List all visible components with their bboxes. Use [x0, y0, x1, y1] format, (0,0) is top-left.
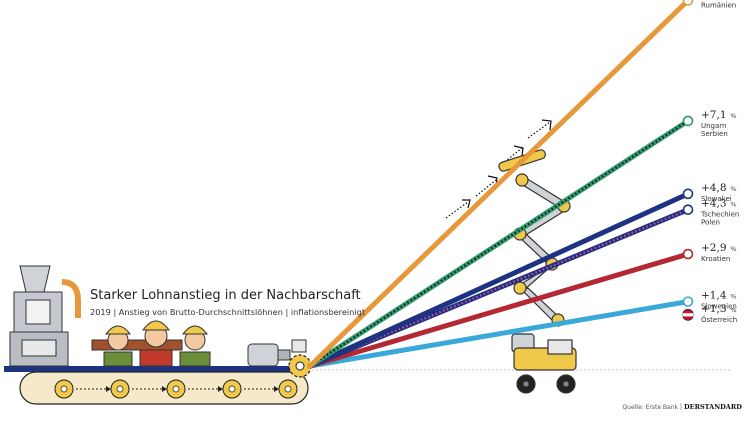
country-label-serbien: Serbien	[701, 130, 728, 138]
country-label-slowakei: Slowakei	[701, 195, 732, 203]
series-marker-slowenien	[682, 296, 694, 307]
series-line-rumanien	[307, 0, 691, 369]
value-label-ungarn: +7,1	[701, 109, 727, 121]
conveyor-belt-illustration	[4, 366, 310, 405]
value-label-tschechien: +4,3	[701, 198, 727, 210]
series-marker-slowakei	[682, 188, 694, 200]
rising-arrows-decoration	[445, 119, 552, 219]
series-markers: +10,9%Rumänien+7,1%UngarnSerbien+4,8%Slo…	[682, 0, 739, 324]
flag-stripe	[682, 313, 694, 317]
unit-label-tschechien: %	[730, 201, 736, 209]
series-line-slowakei	[307, 191, 691, 369]
series-marker-kroatien	[682, 248, 694, 260]
source-text: Quelle: Erste Bank	[622, 404, 678, 411]
country-label-osterreich: Österreich	[701, 315, 737, 324]
workers-illustration	[91, 320, 211, 367]
series-line-dots-ungarn	[309, 120, 689, 367]
series-marker-rumanien	[682, 0, 694, 6]
unit-label-osterreich: %	[730, 306, 736, 314]
unit-label-kroatien: %	[730, 245, 736, 253]
chart-title: Starker Lohnanstieg in der Nachbarschaft	[90, 288, 361, 303]
country-label-kroatien: Kroatien	[701, 255, 730, 263]
unit-label-ungarn: %	[730, 112, 736, 120]
value-label-kroatien: +2,9	[701, 242, 727, 254]
machine-illustration	[9, 265, 81, 367]
country-label-slowenien: Slowenien	[701, 303, 737, 311]
value-label-slowenien: +1,4	[701, 290, 727, 302]
series-marker-tschechien	[682, 204, 694, 215]
value-label-slowakei: +4,8	[701, 182, 727, 194]
value-label-osterreich: +1,3	[701, 303, 727, 315]
country-label-rumanien: Rumänien	[701, 1, 736, 9]
chart-subtitle: 2019 | Anstieg von Brutto-Durchschnittsl…	[90, 307, 366, 317]
series-line-slowenien	[307, 299, 691, 369]
publisher-logo: DERSTANDARD	[684, 403, 742, 411]
gear-icon	[288, 354, 312, 378]
series-marker-ungarn	[682, 115, 694, 127]
unit-label-slowakei: %	[730, 185, 736, 193]
austria-flag-icon	[682, 308, 694, 321]
motor-illustration	[247, 339, 307, 367]
series-line-kroatien	[307, 251, 691, 369]
country-label-tschechien: Tschechien	[700, 211, 739, 219]
country-label-polen: Polen	[701, 219, 720, 227]
unit-label-slowenien: %	[730, 293, 736, 301]
series-lines	[307, 0, 691, 369]
country-label-ungarn: Ungarn	[701, 122, 726, 130]
